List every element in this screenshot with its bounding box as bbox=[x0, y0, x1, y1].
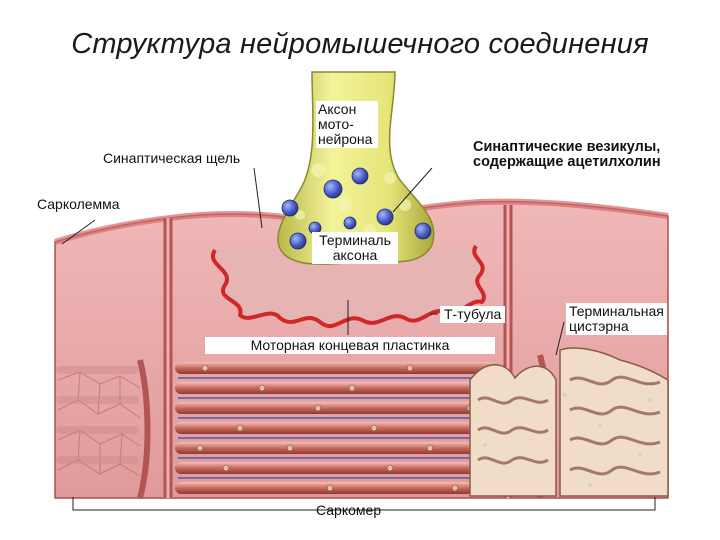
axon-label-line-2: мото- bbox=[318, 116, 354, 132]
vesicles-label-line-1: Синаптические везикулы, bbox=[473, 139, 661, 155]
axon-terminal-label-line-1: Терминаль bbox=[319, 232, 391, 248]
synaptic-vesicles bbox=[281, 167, 432, 250]
terminal-cistern-label: Терминальная цистэрна bbox=[566, 303, 667, 335]
leader-lines bbox=[61, 167, 656, 511]
terminal-cistern-label-line-2: цистэрна bbox=[569, 318, 629, 334]
axon-terminal-label-line-2: аксона bbox=[332, 247, 378, 263]
axon-label: Аксон мото- нейрона bbox=[316, 101, 378, 148]
motor-endplate-label: Моторная концевая пластинка bbox=[205, 337, 495, 354]
axon-label-line-3: нейрона bbox=[318, 131, 373, 147]
sarcoplasmic-reticulum bbox=[469, 347, 669, 497]
t-tubule-label: Т-тубула bbox=[440, 306, 506, 323]
axon-label-line-1: Аксон bbox=[318, 101, 357, 117]
sarcomere-label: Саркомер bbox=[316, 502, 382, 518]
diagram-title: Структура нейромышечного соединения bbox=[71, 28, 649, 60]
myofibrils bbox=[56, 362, 500, 494]
vesicles-label: Синаптические везикулы, содержащие ацети… bbox=[473, 140, 661, 170]
motor-end-plate bbox=[211, 244, 486, 329]
terminal-cistern-label-line-1: Терминальная bbox=[569, 303, 664, 319]
axon-terminal-label: Терминаль аксона bbox=[312, 232, 398, 264]
vesicles-label-line-2: содержащие ацетилхолин bbox=[473, 154, 661, 170]
synaptic-cleft-label: Синаптическая щель bbox=[103, 150, 241, 166]
sarcolemma-label: Сарколемма bbox=[37, 196, 120, 212]
